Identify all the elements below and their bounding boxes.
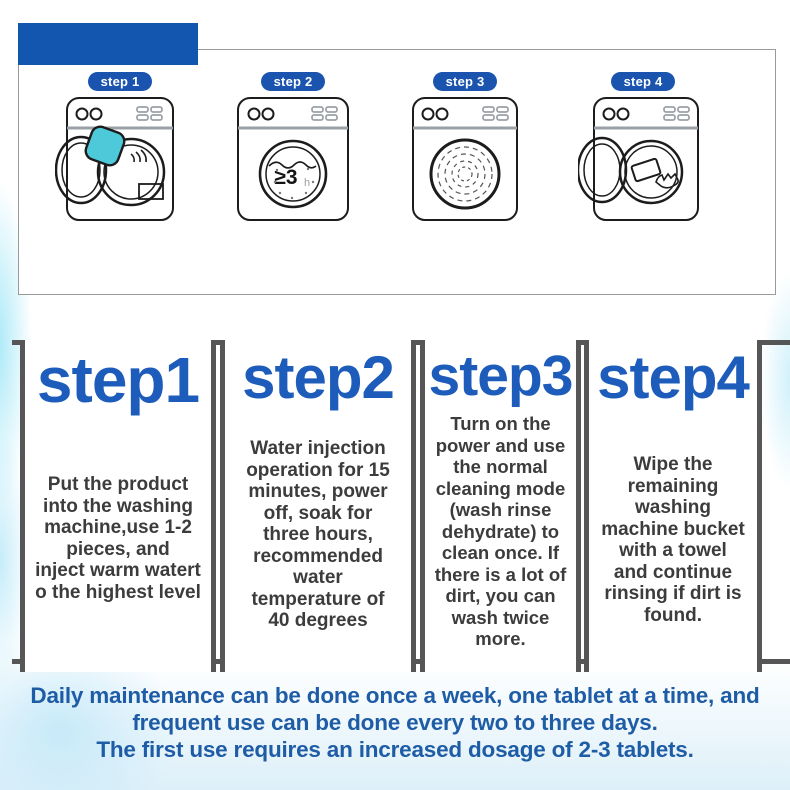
step-heading: step1 — [36, 344, 200, 416]
step-heading: step4 — [597, 344, 750, 411]
washing-machine-insert-tablet-icon — [55, 97, 174, 221]
step-column-3: step3 Turn on the power and use the norm… — [420, 340, 581, 672]
step-description: Water injection operation for 15 minutes… — [246, 438, 390, 631]
washing-machine-soaking-icon: ≥3 h — [237, 97, 349, 221]
soak-time-unit: h — [304, 177, 310, 189]
washing-machine-wipe-towel-icon — [578, 97, 699, 221]
step-column-2: step2 Water injection operation for 15 m… — [220, 340, 416, 672]
step-column-4: step4 Wipe the remaining washing machine… — [584, 340, 762, 672]
background-tint — [760, 270, 790, 490]
step-badge: step 3 — [432, 72, 498, 91]
diagram-step-2: step 2 ≥3 h — [228, 72, 358, 234]
step-description: Wipe the remaining washing machine bucke… — [601, 454, 745, 626]
footer-note: Daily maintenance can be done once a wee… — [30, 683, 760, 762]
step-badge: step 1 — [87, 72, 153, 91]
washing-machine-spinning-icon — [412, 97, 518, 221]
step-column-1: step1 Put the product into the washing m… — [20, 340, 216, 672]
soak-time-value: ≥3 — [274, 166, 297, 189]
diagram-step-4: step 4 — [578, 72, 708, 234]
step-heading: step3 — [428, 344, 574, 408]
step-badge: step 2 — [260, 72, 326, 91]
step-description: Turn on the power and use the normal cle… — [434, 413, 567, 649]
header-tab — [18, 23, 198, 65]
diagram-step-1: step 1 — [55, 72, 185, 234]
diagram-step-3: step 3 — [400, 72, 530, 234]
step-badge: step 4 — [610, 72, 676, 91]
step-description: Put the product into the washing machine… — [35, 474, 201, 603]
step-heading: step2 — [242, 344, 395, 411]
